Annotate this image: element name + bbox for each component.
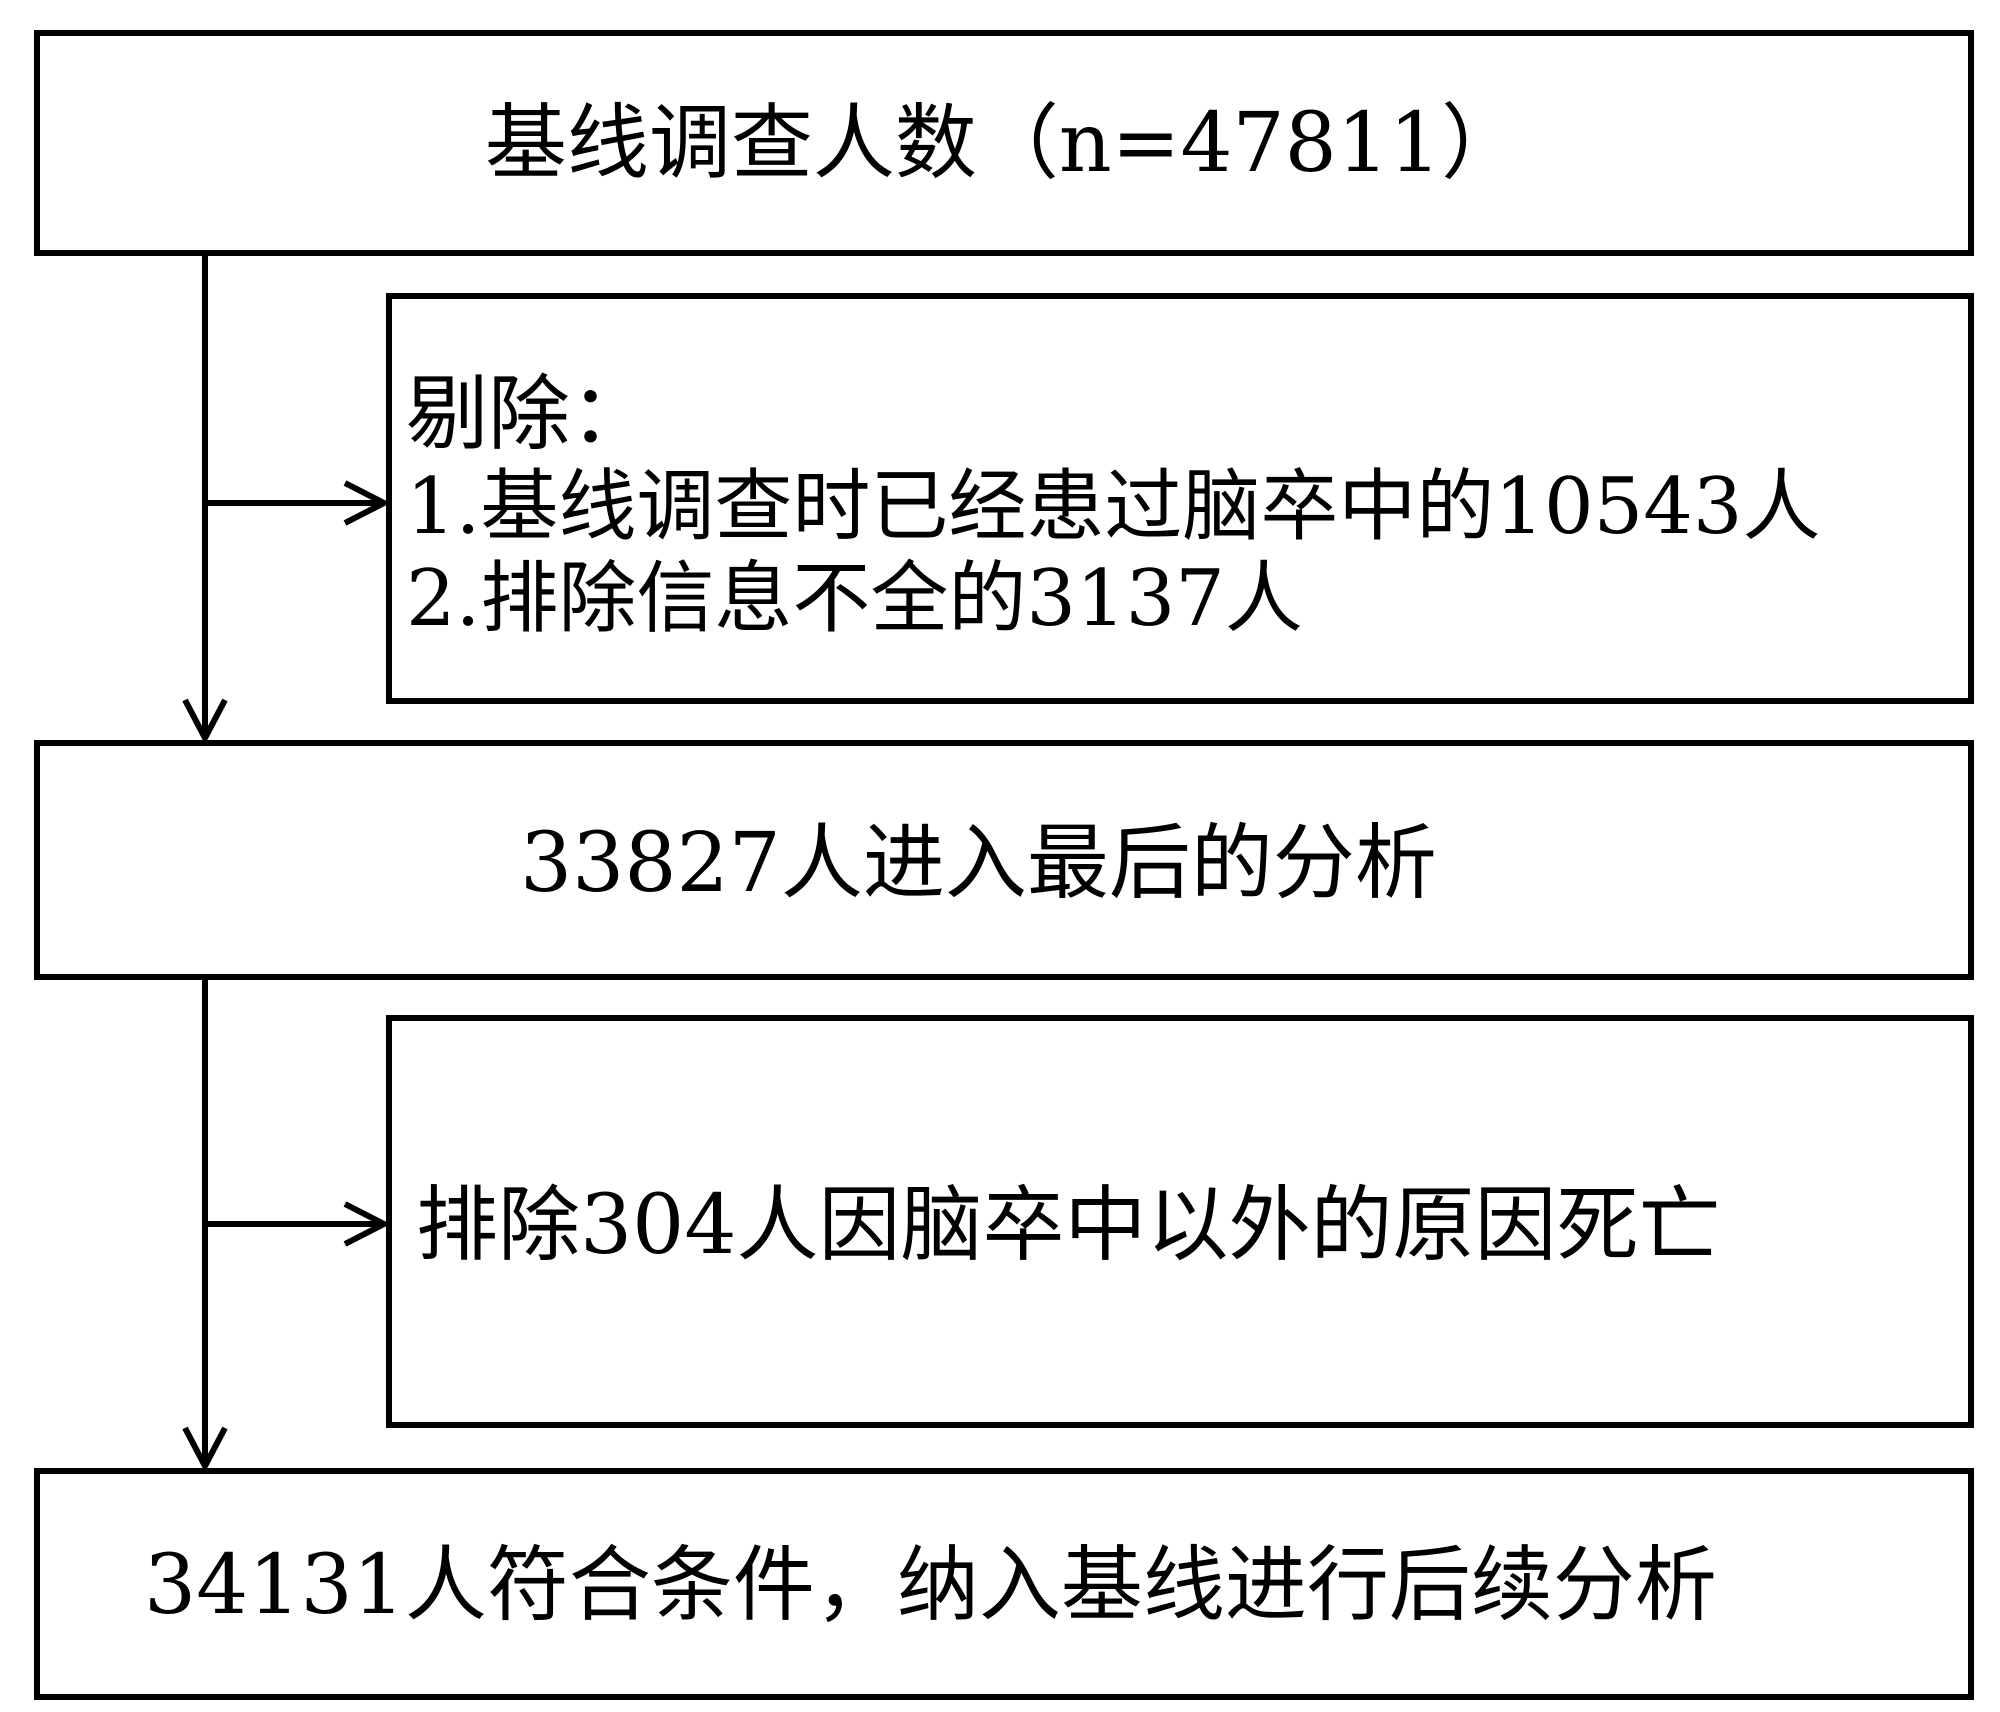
baseline-label: 基线调查人数（n=47811） (484, 96, 1524, 191)
exclusion-box-2: 排除304人因脑卒中以外的原因死亡 (386, 1015, 1974, 1428)
baseline-box: 基线调查人数（n=47811） (34, 30, 1974, 256)
down-arrowhead-1 (182, 698, 228, 745)
exclusion-item-2: 2.排除信息不全的3137人 (406, 554, 1303, 644)
final-box: 34131人符合条件，纳入基线进行后续分析 (34, 1468, 1974, 1700)
analysis-label: 33827人进入最后的分析 (520, 816, 1437, 911)
exclusion-death-label: 排除304人因脑卒中以外的原因死亡 (416, 1178, 1721, 1273)
final-label: 34131人符合条件，纳入基线进行后续分析 (144, 1538, 1717, 1633)
analysis-box: 33827人进入最后的分析 (34, 740, 1974, 980)
exclusion-heading: 剔除： (406, 367, 653, 462)
down-arrowhead-2 (182, 1426, 228, 1473)
side-arrowhead-1 (343, 480, 391, 526)
exclusion-item-1: 1.基线调查时已经患过脑卒中的10543人 (406, 462, 1821, 552)
exclusion-box-1: 剔除： 1.基线调查时已经患过脑卒中的10543人 2.排除信息不全的3137人 (386, 293, 1974, 704)
side-arrowhead-2 (343, 1201, 391, 1247)
